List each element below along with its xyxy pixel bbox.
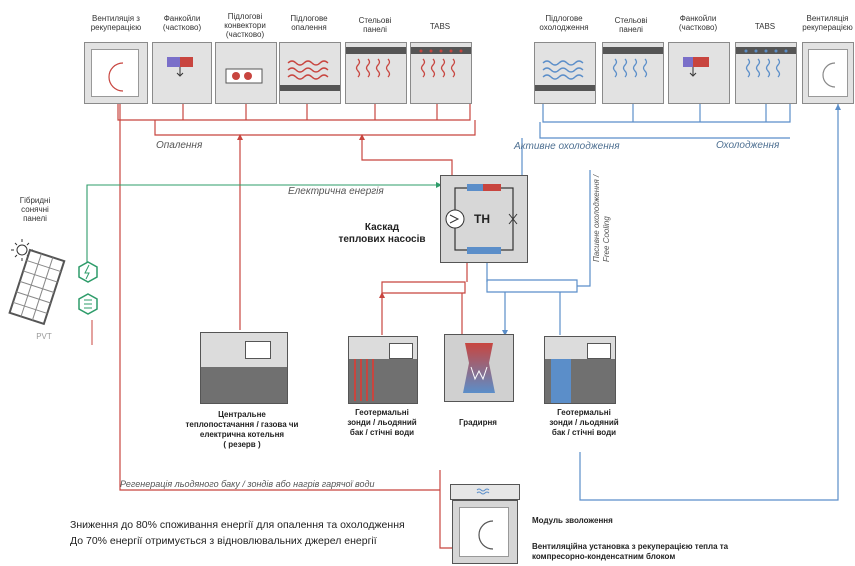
ceiling-cooling-box	[602, 42, 664, 104]
source-label: Градирня	[459, 418, 497, 427]
tabs-cooling-box	[735, 42, 797, 104]
cooling-consumer-label: TABS	[754, 22, 776, 31]
floor-heating-coil-icon	[280, 60, 340, 91]
fancoil-cooling-icon	[683, 57, 709, 77]
central-heating-source	[200, 332, 288, 404]
active-cooling-label: Активне охолодження	[514, 141, 620, 152]
recovery-arrow-icon	[108, 62, 124, 92]
ceiling-panel-icon	[346, 47, 406, 78]
heating-consumer-label: Підлогове опалення	[290, 14, 328, 32]
heat-pump-schematic-icon	[445, 184, 518, 254]
floor-convector-box	[215, 42, 277, 104]
tabs-heating-box	[410, 42, 472, 104]
heat-pump-cascade-unit: TH	[440, 175, 528, 263]
heating-consumer-label: Стельові панелі	[358, 16, 392, 34]
hybrid-panels-label: Гібридні сонячні панелі	[19, 196, 51, 223]
fancoil-box	[152, 42, 212, 104]
heating-label: Опалення	[156, 140, 203, 151]
ventilation-heat-recovery-unit	[452, 500, 518, 564]
summary-line-1: Зниження до 80% споживання енергії для о…	[70, 519, 405, 531]
source-label: Геотермальні зонди / льодяний бак / стіч…	[549, 408, 619, 437]
tabs-icon	[411, 47, 471, 78]
tabs-cooling-icon	[736, 47, 796, 78]
electric-energy-label: Електрична енергія	[288, 186, 384, 197]
fancoil-cooling-box	[668, 42, 730, 104]
floor-cooling-coil-icon	[535, 60, 595, 91]
recovery-arrow-icon	[822, 62, 836, 88]
recovery-arrow-icon	[478, 520, 494, 550]
cooling-consumer-label: Фанкойли (частково)	[678, 14, 718, 32]
ventilation-unit-label: Вентиляційна установка з рекуперацією те…	[532, 542, 729, 561]
cooling-tower-icon	[463, 343, 495, 393]
heating-consumer-label: Фанкойли (частково)	[162, 14, 202, 32]
heat-pump-th-label: TH	[474, 212, 490, 226]
humidifier-module	[450, 484, 520, 500]
cooling-consumer-label: Стельові панелі	[614, 16, 648, 34]
ground-probe-icon	[354, 359, 374, 401]
geothermal-source-heat	[348, 336, 418, 404]
geothermal-source-cool	[544, 336, 616, 404]
cooling-tower-source	[444, 334, 514, 402]
source-label: Центральне теплопостачання / газова чи е…	[185, 410, 299, 449]
ventilation-unit-box	[84, 42, 148, 104]
summary-line-2: До 70% енергії отримується з відновлювал…	[70, 535, 377, 547]
fancoil-icon	[167, 57, 193, 77]
heating-consumer-label: Підлогові конвектори (частково)	[224, 12, 266, 39]
regeneration-label: Регенерація льодяного баку / зондів або …	[120, 479, 375, 489]
thermal-waves-icon	[78, 293, 98, 315]
ceiling-panels-box	[345, 42, 407, 104]
humid-module-label: Модуль зволоження	[532, 516, 613, 525]
humidifier-waves-icon	[476, 488, 490, 495]
source-label: Геотермальні зонди / льодяний бак / стіч…	[347, 408, 417, 437]
ventilation-cooling-box	[802, 42, 854, 104]
heating-consumer-label: TABS	[429, 22, 451, 31]
floor-heating-box	[279, 42, 341, 104]
cascade-label: Каскад теплових насосів	[338, 222, 426, 245]
convector-icon	[225, 68, 263, 84]
ceiling-cooling-icon	[603, 47, 663, 78]
pvt-label: PVT	[36, 332, 52, 341]
cooling-consumer-label: Підлогове охолодження	[539, 14, 589, 32]
floor-cooling-box	[534, 42, 596, 104]
heating-consumer-label: Вентиляція з рекуперацією	[90, 14, 142, 32]
electric-bolt-icon	[78, 261, 98, 283]
cooling-consumer-label: Вентиляція рекуперацією	[802, 14, 853, 32]
cooling-label: Охолодження	[716, 140, 780, 151]
